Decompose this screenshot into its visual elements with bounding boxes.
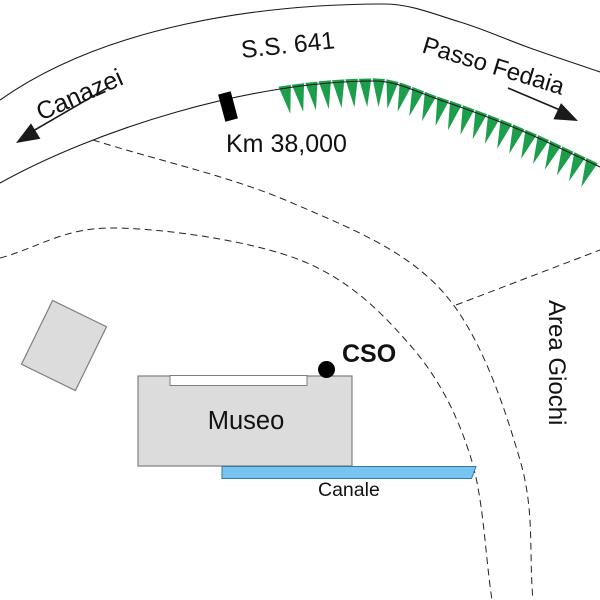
direction-arrow-left: [16, 87, 108, 143]
tree-icon: [278, 84, 291, 114]
tree-icon: [544, 140, 562, 170]
tree-icon: [447, 100, 462, 131]
canal-label: Canale: [318, 479, 380, 501]
footpath-dashed-outer: [92, 139, 534, 600]
tree-icon: [556, 146, 574, 176]
road-lower-edge: [0, 80, 600, 184]
tree-icon: [460, 105, 475, 135]
km-marker: [218, 91, 238, 122]
tree-icon: [386, 79, 399, 109]
tree-icon: [345, 78, 358, 108]
tree-icon: [509, 124, 525, 154]
footpath-dashed-inner: [0, 227, 493, 600]
tree-icon: [569, 152, 586, 182]
road-name-label: S.S. 641: [240, 27, 336, 64]
tree-icon: [497, 119, 513, 149]
destination-right-label: Passo Fedaia: [419, 32, 568, 101]
tree-icon: [435, 96, 450, 126]
tree-icon: [358, 78, 372, 108]
cso-label: CSO: [342, 340, 396, 368]
tree-icon: [305, 81, 318, 111]
tree-icon: [372, 78, 385, 108]
tree-icon: [422, 91, 437, 122]
tree-icon: [485, 114, 500, 144]
tree-icon: [332, 79, 345, 109]
road-upper-edge: [0, 3, 600, 101]
museum-building: [137, 375, 353, 467]
area-label: Area Giochi: [543, 300, 570, 425]
tree-icon: [409, 86, 424, 117]
boundary-dashed-branch: [455, 249, 600, 306]
destination-left-label: Canazei: [32, 64, 127, 127]
museum-entrance: [169, 375, 308, 386]
tree-icon: [397, 82, 412, 112]
museum-label: Museo: [208, 407, 285, 435]
tree-icon: [533, 135, 550, 165]
tree-icon: [291, 83, 305, 112]
canal: [221, 466, 477, 479]
tree-row: [278, 78, 598, 187]
tree-icon: [521, 129, 537, 159]
km-label: Km 38,000: [226, 130, 347, 158]
tree-icon: [581, 157, 598, 187]
outbuilding: [20, 299, 108, 392]
direction-arrow-right: [507, 87, 578, 121]
tree-icon: [472, 109, 488, 140]
cso-marker-dot: [318, 361, 335, 378]
tree-icon: [318, 80, 331, 110]
